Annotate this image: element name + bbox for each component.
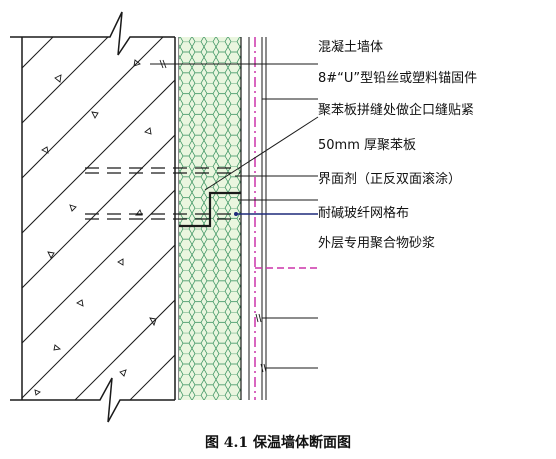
concrete-wall xyxy=(10,11,180,423)
label-polystyrene-board: 50mm 厚聚苯板 xyxy=(318,138,417,153)
outer-layers xyxy=(248,37,267,400)
leader-lines xyxy=(150,59,319,373)
label-interface-agent: 界面剂（正反双面滚涂） xyxy=(318,172,462,187)
label-glass-fiber-mesh: 耐碱玻纤网格布 xyxy=(318,206,410,221)
anchor-shafts xyxy=(85,167,240,220)
polystyrene-board xyxy=(179,37,242,400)
label-concrete-wall: 混凝土墙体 xyxy=(318,40,384,55)
aggregate-marks xyxy=(34,59,157,396)
figure-caption: 图 4.1 保温墙体断面图 xyxy=(204,435,352,451)
label-u-anchor: 8#“U”型铅丝或塑料锚固件 xyxy=(318,71,478,86)
label-polymer-mortar: 外层专用聚合物砂浆 xyxy=(318,236,436,251)
u-anchor xyxy=(254,37,318,400)
label-board-joint: 聚苯板拼缝处做企口缝贴紧 xyxy=(318,103,475,118)
